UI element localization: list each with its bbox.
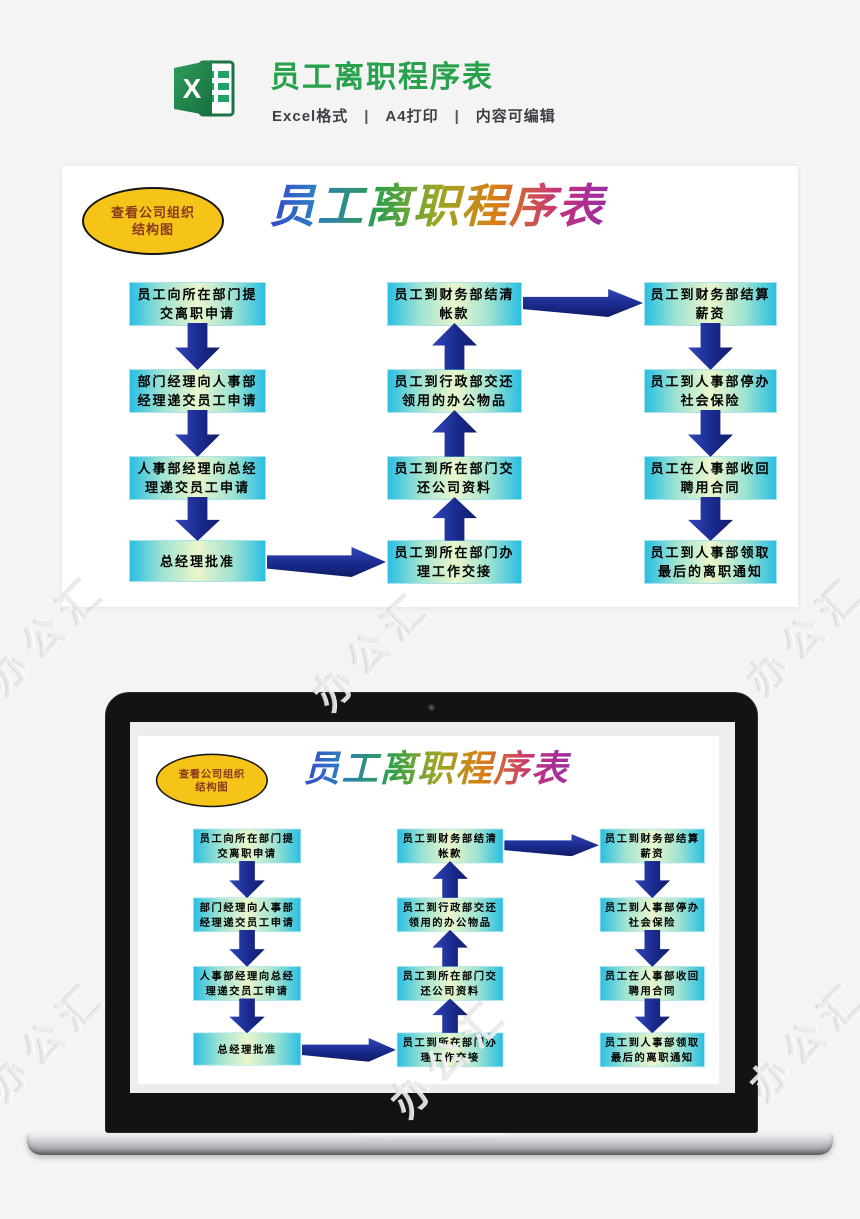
arrow-down-icon [688,323,733,370]
flow-step: 员工到人事部停办 社会保险 [645,370,776,412]
template-attributes: Excel格式 | A4打印 | 内容可编辑 [272,105,556,126]
arrow-up-icon [432,861,468,899]
attr-editable: 内容可编辑 [475,108,556,125]
flowchart-title: 员工离职程序表 [254,170,620,236]
flow-step: 员工到人事部领取 最后的离职通知 [645,541,776,583]
attr-format: Excel格式 [272,108,349,125]
arrow-right-icon [301,1037,396,1062]
arrow-down-icon [229,861,265,899]
flow-step: 员工向所在部门提 交离职申请 [130,283,265,325]
arrow-right-icon [523,289,643,317]
page-title: 员工离职程序表 [270,61,494,94]
flow-step: 总经理批准 [193,1033,301,1065]
resignation-flowchart: 查看公司组织 结构图 员工离职程序表 员工向所在部门提 交离职申请 部门经理向人… [62,166,798,607]
flow-step: 总经理批准 [130,541,265,581]
laptop-screen: 查看公司组织 结构图 员工离职程序表 员工向所在部门提 交离职申请 部门经理向人… [130,722,735,1093]
flow-step: 员工到财务部结算 薪资 [600,829,705,863]
resignation-flowchart-mini: 查看公司组织 结构图 员工离职程序表 员工向所在部门提 交离职申请 部门经理向人… [140,737,721,1085]
arrow-down-icon [175,323,220,370]
preview-image-in-laptop: 查看公司组织 结构图 员工离职程序表 员工向所在部门提 交离职申请 部门经理向人… [137,735,720,1085]
separator: | [454,108,460,125]
arrow-up-icon [432,929,468,967]
flow-step: 员工到人事部领取 最后的离职通知 [600,1033,705,1067]
flow-step: 人事部经理向总经 理递交员工申请 [130,457,265,499]
flow-step: 部门经理向人事部 经理递交员工申请 [130,370,265,412]
flow-step: 员工到财务部结清 帐款 [397,829,503,863]
excel-icon: X [174,60,235,117]
separator: | [364,108,370,125]
arrow-up-icon [432,497,477,541]
arrow-down-icon [175,410,220,457]
flow-step: 员工向所在部门提 交离职申请 [193,829,301,863]
arrow-down-icon [634,861,671,899]
flow-step: 员工到财务部结清 帐款 [388,283,521,325]
arrow-right-icon [504,834,599,857]
arrow-down-icon [634,929,671,967]
flow-step: 员工到所在部门办 理工作交接 [388,541,521,583]
preview-image-card[interactable]: 查看公司组织 结构图 员工离职程序表 员工向所在部门提 交离职申请 部门经理向人… [62,166,798,607]
org-chart-badge: 查看公司组织 结构图 [82,187,224,255]
flow-step: 员工到行政部交还 领用的办公物品 [388,370,521,412]
org-chart-badge: 查看公司组织 结构图 [155,753,268,808]
flow-step: 员工在人事部收回 聘用合同 [645,457,776,499]
laptop-base [27,1133,833,1155]
flow-step: 员工到人事部停办 社会保险 [600,898,705,932]
flow-step: 员工到所在部门办 理工作交接 [397,1033,503,1067]
arrow-down-icon [175,497,220,541]
flow-step: 员工到所在部门交 还公司资料 [397,966,503,1001]
flowchart-title: 员工离职程序表 [292,740,581,792]
flow-step: 员工到行政部交还 领用的办公物品 [397,898,503,932]
arrow-down-icon [229,929,265,967]
flow-step: 部门经理向人事部 经理递交员工申请 [193,898,301,932]
arrow-down-icon [688,410,733,457]
svg-text:X: X [183,73,202,104]
attr-print: A4打印 [385,108,439,125]
flow-step: 员工到所在部门交 还公司资料 [388,457,521,499]
laptop-mockup[interactable]: 查看公司组织 结构图 员工离职程序表 员工向所在部门提 交离职申请 部门经理向人… [105,692,758,1133]
webcam-icon [428,705,434,710]
arrow-down-icon [688,497,733,541]
flow-step: 人事部经理向总经 理递交员工申请 [193,966,301,1001]
arrow-up-icon [432,323,477,370]
arrow-down-icon [634,998,671,1034]
arrow-right-icon [267,547,386,577]
flow-step: 员工在人事部收回 聘用合同 [600,966,705,1001]
flow-step: 员工到财务部结算 薪资 [645,283,776,325]
arrow-down-icon [229,998,265,1034]
watermark: 办公汇 [0,972,117,1110]
arrow-up-icon [432,410,477,457]
laptop-notch [355,1133,505,1142]
